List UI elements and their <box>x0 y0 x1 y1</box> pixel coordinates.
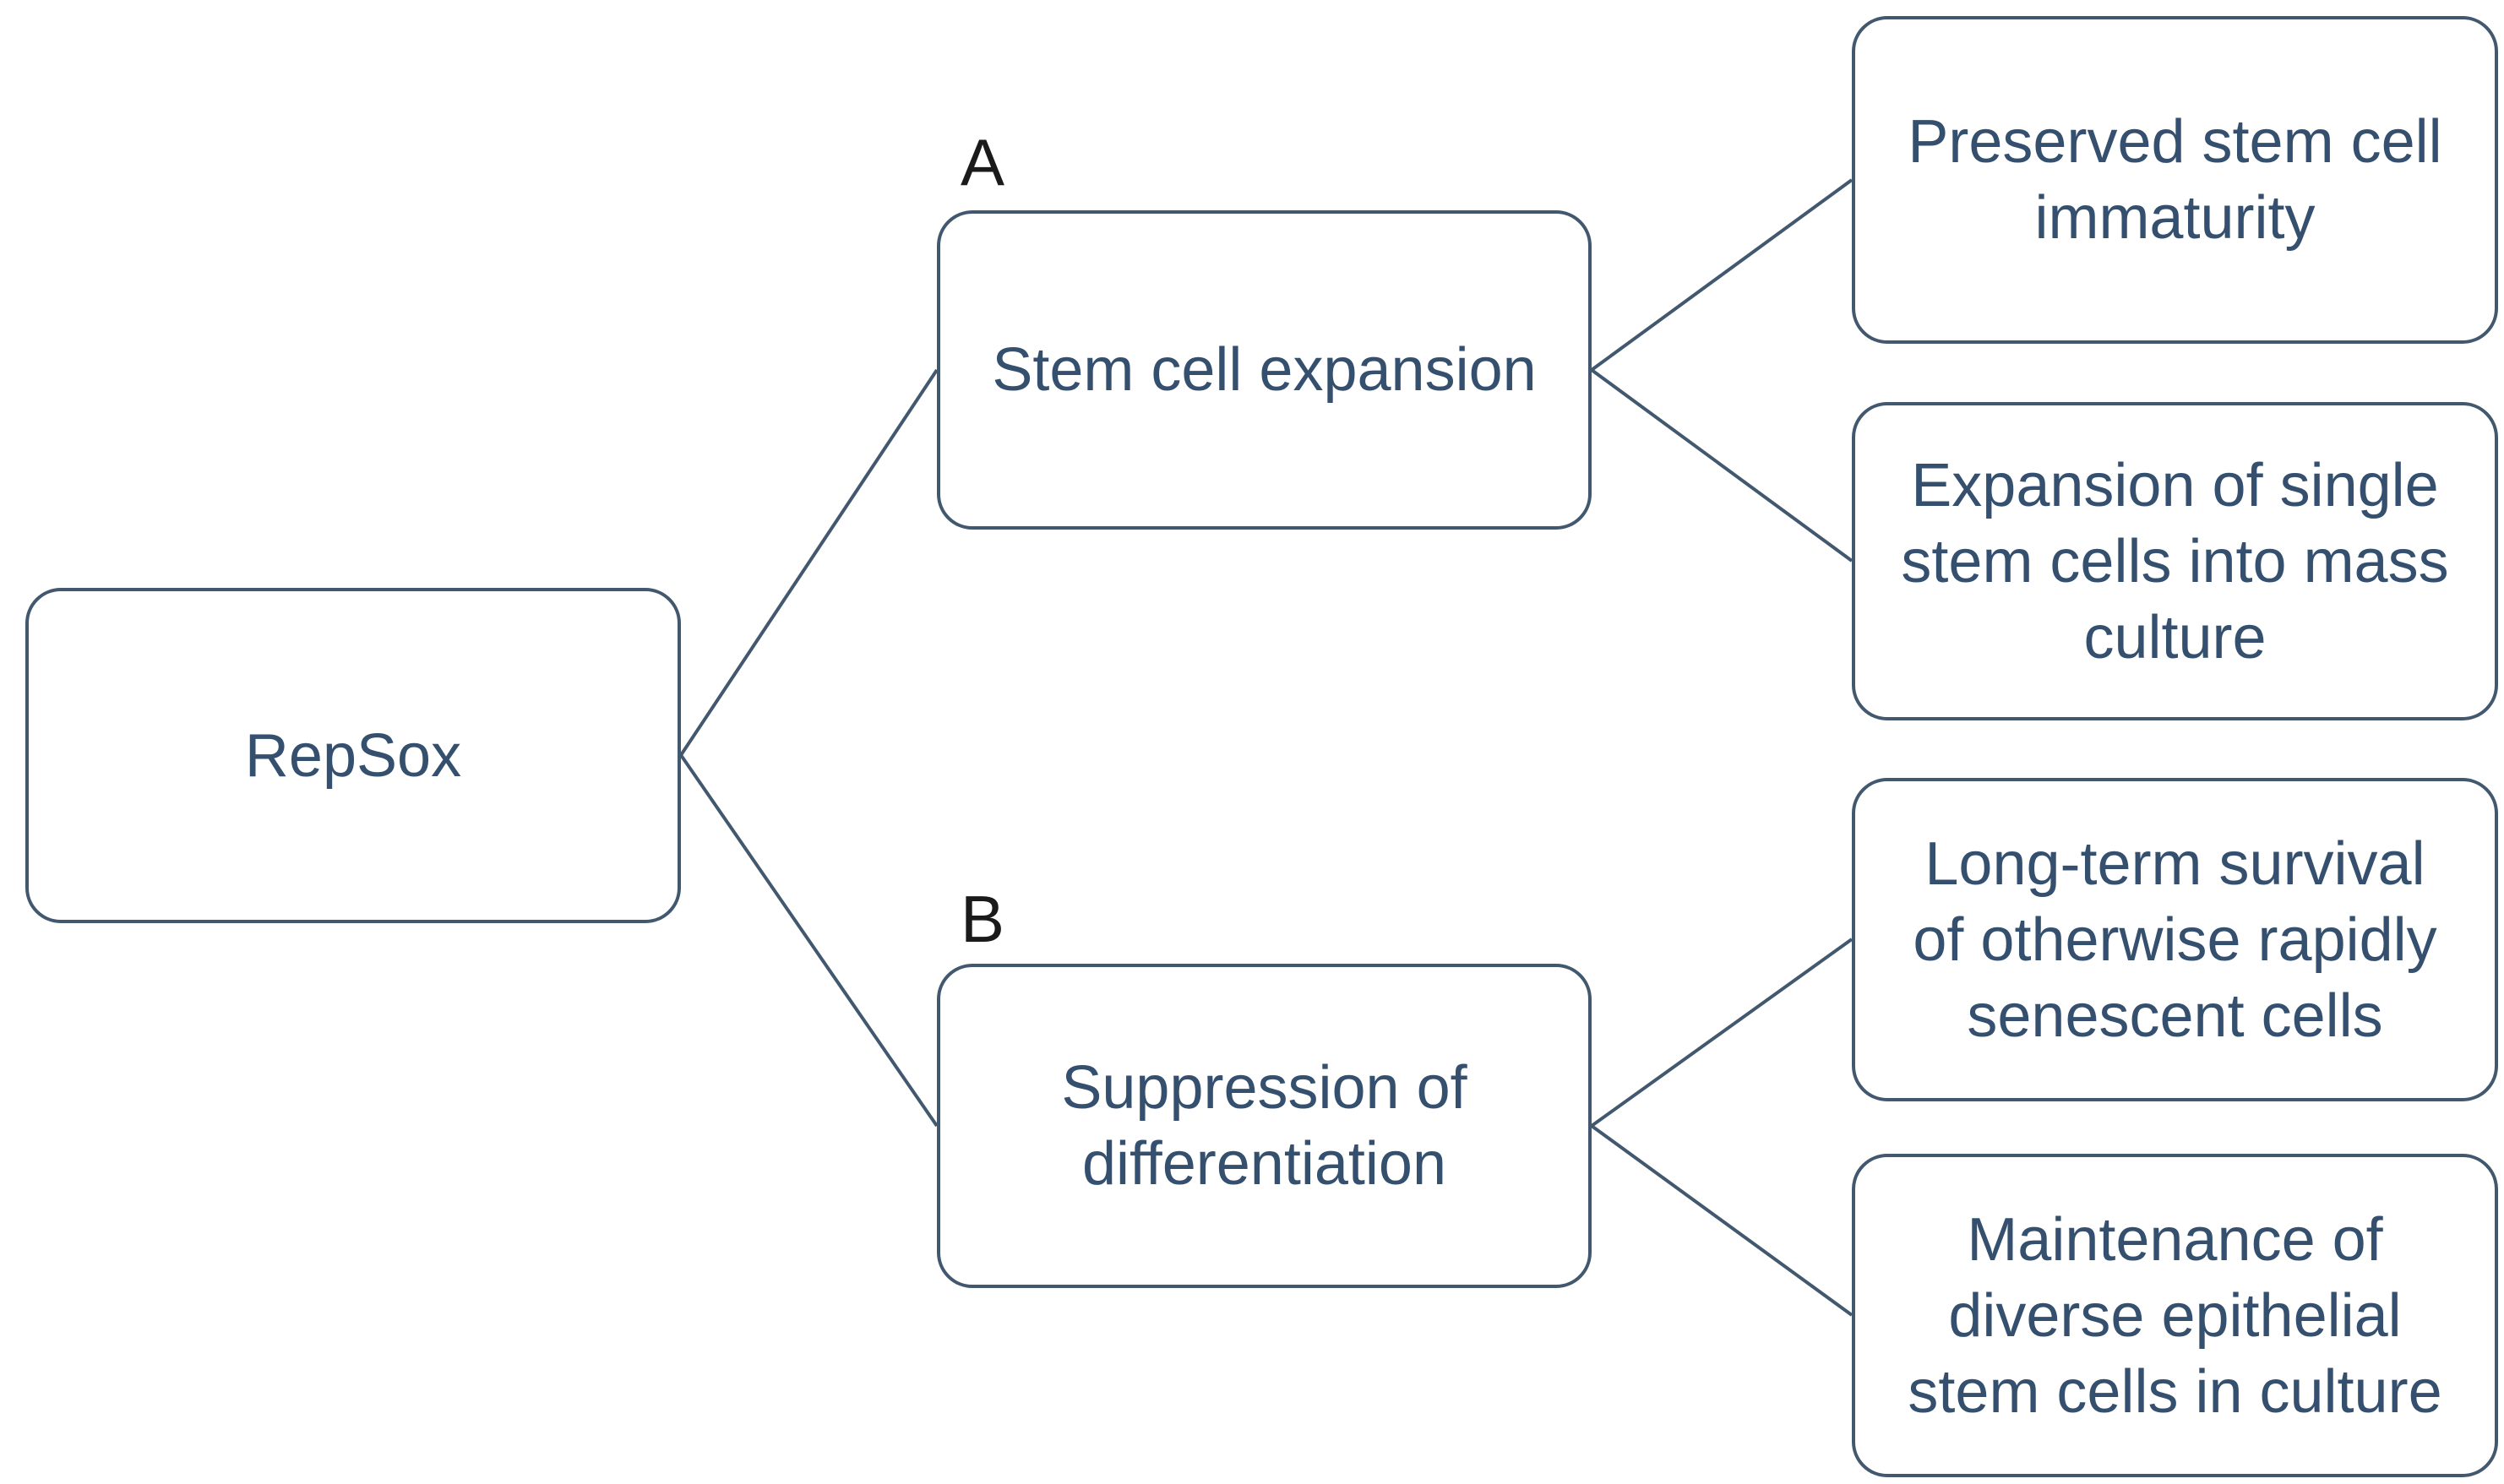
node-expansion-single-stem-cells: Expansion of single stem cells into mass… <box>1852 402 2498 720</box>
node-suppression-of-differentiation: Suppression of differentiation <box>937 964 1592 1288</box>
node-stem-cell-expansion: Stem cell expansion <box>937 210 1592 530</box>
connector-root-to-b <box>679 753 939 1128</box>
branch-tag-b: B <box>961 882 1005 956</box>
node-maintenance-epithelial-stem-cells: Maintenance of diverse epithelial stem c… <box>1852 1154 2498 1477</box>
node-repsox: RepSox <box>25 588 681 923</box>
connector-a-to-a1 <box>1590 178 1854 372</box>
branch-tag-a: A <box>961 125 1005 199</box>
node-preserved-stem-cell-immaturity: Preserved stem cell immaturity <box>1852 16 2498 344</box>
connector-a-to-a2 <box>1590 368 1854 563</box>
connector-b-to-b1 <box>1590 938 1854 1128</box>
connector-b-to-b2 <box>1590 1124 1854 1317</box>
node-long-term-survival: Long-term survival of otherwise rapidly … <box>1852 778 2498 1101</box>
connector-root-to-a <box>679 368 939 757</box>
